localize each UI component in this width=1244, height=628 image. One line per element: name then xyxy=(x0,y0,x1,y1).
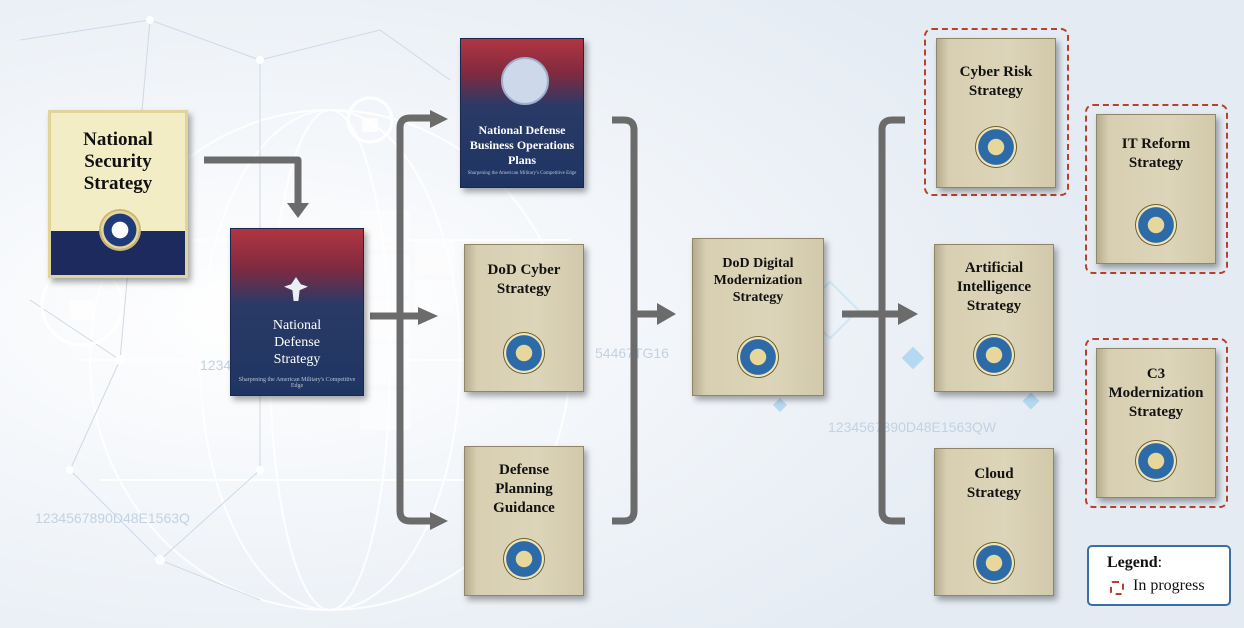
cloud-strategy-book: Cloud Strategy xyxy=(934,448,1054,596)
nds-subtitle: Sharpening the American Military's Compe… xyxy=(238,377,356,389)
c3-modernization-strategy-book: C3 Modernization Strategy xyxy=(1096,348,1216,498)
dod-seal-icon xyxy=(504,539,544,579)
bracket-middle-join xyxy=(612,116,638,525)
c3-title: C3 Modernization Strategy xyxy=(1108,366,1204,420)
dod-seal-icon xyxy=(976,127,1016,167)
nss-title: National Security Strategy xyxy=(83,129,153,194)
cloud-title: Cloud Strategy xyxy=(966,466,1022,501)
dod-seal-icon xyxy=(504,333,544,373)
arrowhead-dpg xyxy=(430,512,448,530)
dod-digital-title: DoD Digital Modernization Strategy xyxy=(713,256,803,305)
arrowhead-dodcyber xyxy=(418,307,438,325)
in-progress-marker-cyber-risk xyxy=(924,28,1069,196)
arrowhead-ndbop xyxy=(430,110,448,128)
presidential-seal-icon xyxy=(101,211,139,249)
dod-cyber-strategy-book: DoD Cyber Strategy xyxy=(464,244,584,392)
arrowhead-right xyxy=(898,303,918,325)
dod-seal-icon xyxy=(1136,441,1176,481)
dod-seal-icon xyxy=(1136,205,1176,245)
ai-title: Artificial Intelligence Strategy xyxy=(956,260,1032,314)
arrowhead-nss-nds xyxy=(287,203,309,218)
legend-title: Legend xyxy=(1107,554,1158,571)
defense-planning-guidance-book: Defense Planning Guidance xyxy=(464,446,584,596)
ndbop-book: National Defense Business Operations Pla… xyxy=(460,38,584,188)
cyber-risk-title: Cyber Risk Strategy xyxy=(959,64,1033,99)
bg-text-3: 1234567890D48E1563QW xyxy=(828,419,997,435)
legend: Legend: In progress xyxy=(1087,545,1231,606)
it-reform-title: IT Reform Strategy xyxy=(1121,136,1191,171)
bg-text-4: 1234567890D48E1563Q xyxy=(35,510,190,526)
legend-dashed-swatch-icon xyxy=(1110,581,1124,595)
eagle-icon xyxy=(284,277,308,301)
dod-seal-icon xyxy=(738,337,778,377)
arrow-nss-to-nds xyxy=(204,156,302,205)
ndbop-emblem-icon xyxy=(501,57,549,105)
nds-title: National Defense Strategy xyxy=(272,318,322,367)
in-progress-marker-c3 xyxy=(1085,338,1228,508)
dpg-title: Defense Planning Guidance xyxy=(493,462,555,516)
bracket-right-split xyxy=(878,116,905,525)
ndbop-title: National Defense Business Operations Pla… xyxy=(469,123,575,167)
cyber-risk-strategy-book: Cyber Risk Strategy xyxy=(936,38,1056,188)
dod-seal-icon xyxy=(974,335,1014,375)
in-progress-marker-it-reform xyxy=(1085,104,1228,274)
dod-seal-icon xyxy=(974,543,1014,583)
national-security-strategy-book: National Security Strategy xyxy=(48,110,188,278)
legend-colon: : xyxy=(1157,554,1163,571)
ai-strategy-book: Artificial Intelligence Strategy xyxy=(934,244,1054,392)
it-reform-strategy-book: IT Reform Strategy xyxy=(1096,114,1216,264)
national-defense-strategy-book: National Defense Strategy Sharpening the… xyxy=(230,228,364,396)
ndbop-subtitle: Sharpening the American Military's Compe… xyxy=(467,171,577,176)
legend-title-row: Legend: xyxy=(1107,554,1162,572)
legend-item-label: In progress xyxy=(1133,577,1205,594)
dod-cyber-title: DoD Cyber Strategy xyxy=(487,262,561,297)
dod-digital-modernization-book: DoD Digital Modernization Strategy xyxy=(692,238,824,396)
arrowhead-digital xyxy=(657,303,676,325)
